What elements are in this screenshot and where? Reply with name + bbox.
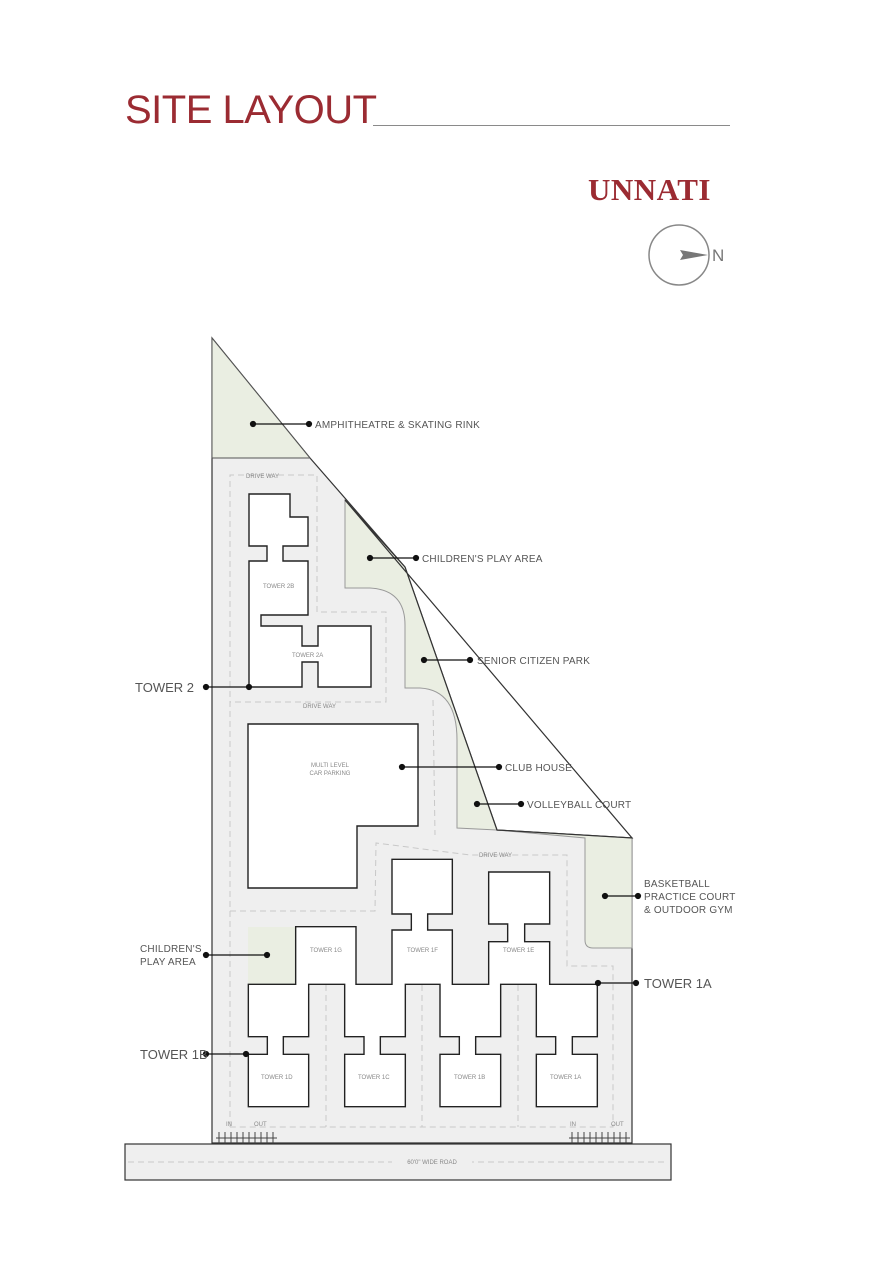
tower-2-label: TOWER 2 xyxy=(135,680,194,695)
childrens-play-area-left-label: CHILDREN'S xyxy=(140,944,202,955)
tower-1d-label: TOWER 1D xyxy=(261,1075,293,1081)
childrens-play-area-left xyxy=(248,927,296,985)
childrens-play-area-left-label: PLAY AREA xyxy=(140,957,196,968)
tower-2-building xyxy=(248,493,372,688)
amphitheatre-area xyxy=(211,336,312,459)
gate-left xyxy=(216,1132,277,1144)
basketball-label: PRACTICE COURT xyxy=(644,892,736,903)
page-title: SITE LAYOUT xyxy=(125,88,377,132)
parking-label: CAR PARKING xyxy=(310,771,351,777)
gate-out-label: OUT xyxy=(611,1122,624,1128)
tower-1b-callout: TOWER 1B xyxy=(140,1047,208,1062)
north-label: N xyxy=(712,246,724,265)
volleyball-court-label: VOLLEYBALL COURT xyxy=(527,800,631,811)
driveway-label: DRIVE WAY xyxy=(479,853,512,859)
senior-citizen-park-label: SENIOR CITIZEN PARK xyxy=(477,656,590,667)
tower-2b-label: TOWER 2B xyxy=(263,584,294,590)
amphitheatre-label: AMPHITHEATRE & SKATING RINK xyxy=(315,420,480,431)
gate-in-label: IN xyxy=(570,1122,576,1128)
basketball-label: BASKETBALL xyxy=(644,879,710,890)
driveway-label: DRIVE WAY xyxy=(303,704,336,710)
tower-2a-label: TOWER 2A xyxy=(292,653,323,659)
title-rule xyxy=(373,125,730,126)
tower-1a-label: TOWER 1A xyxy=(550,1075,581,1081)
car-parking-building xyxy=(247,723,419,889)
tower-1g-label: TOWER 1G xyxy=(310,948,342,954)
green-strip xyxy=(344,498,633,949)
compass-icon: N xyxy=(648,224,724,286)
driveway-lines xyxy=(229,474,614,1128)
gate-out-label: OUT xyxy=(254,1122,267,1128)
gate-in-label: IN xyxy=(226,1122,232,1128)
parking-label: MULTI LEVEL xyxy=(311,763,350,769)
leader-lines xyxy=(202,420,642,1058)
tower-1c-label: TOWER 1C xyxy=(358,1075,390,1081)
tower-1e-label: TOWER 1E xyxy=(503,948,534,954)
tower-1-buildings xyxy=(247,858,599,1108)
brand-logo: UNNATI xyxy=(588,172,711,207)
basketball-label: & OUTDOOR GYM xyxy=(644,905,733,916)
club-house-label: CLUB HOUSE xyxy=(505,763,572,774)
tower-1a-callout: TOWER 1A xyxy=(644,976,712,991)
childrens-play-area-label: CHILDREN'S PLAY AREA xyxy=(422,554,543,565)
gate-right xyxy=(569,1132,630,1144)
tower-1b-label: TOWER 1B xyxy=(454,1075,485,1081)
tower-1f-label: TOWER 1F xyxy=(407,948,438,954)
driveway-label: DRIVE WAY xyxy=(246,474,279,480)
road-label: 60'0" WIDE ROAD xyxy=(407,1160,457,1166)
